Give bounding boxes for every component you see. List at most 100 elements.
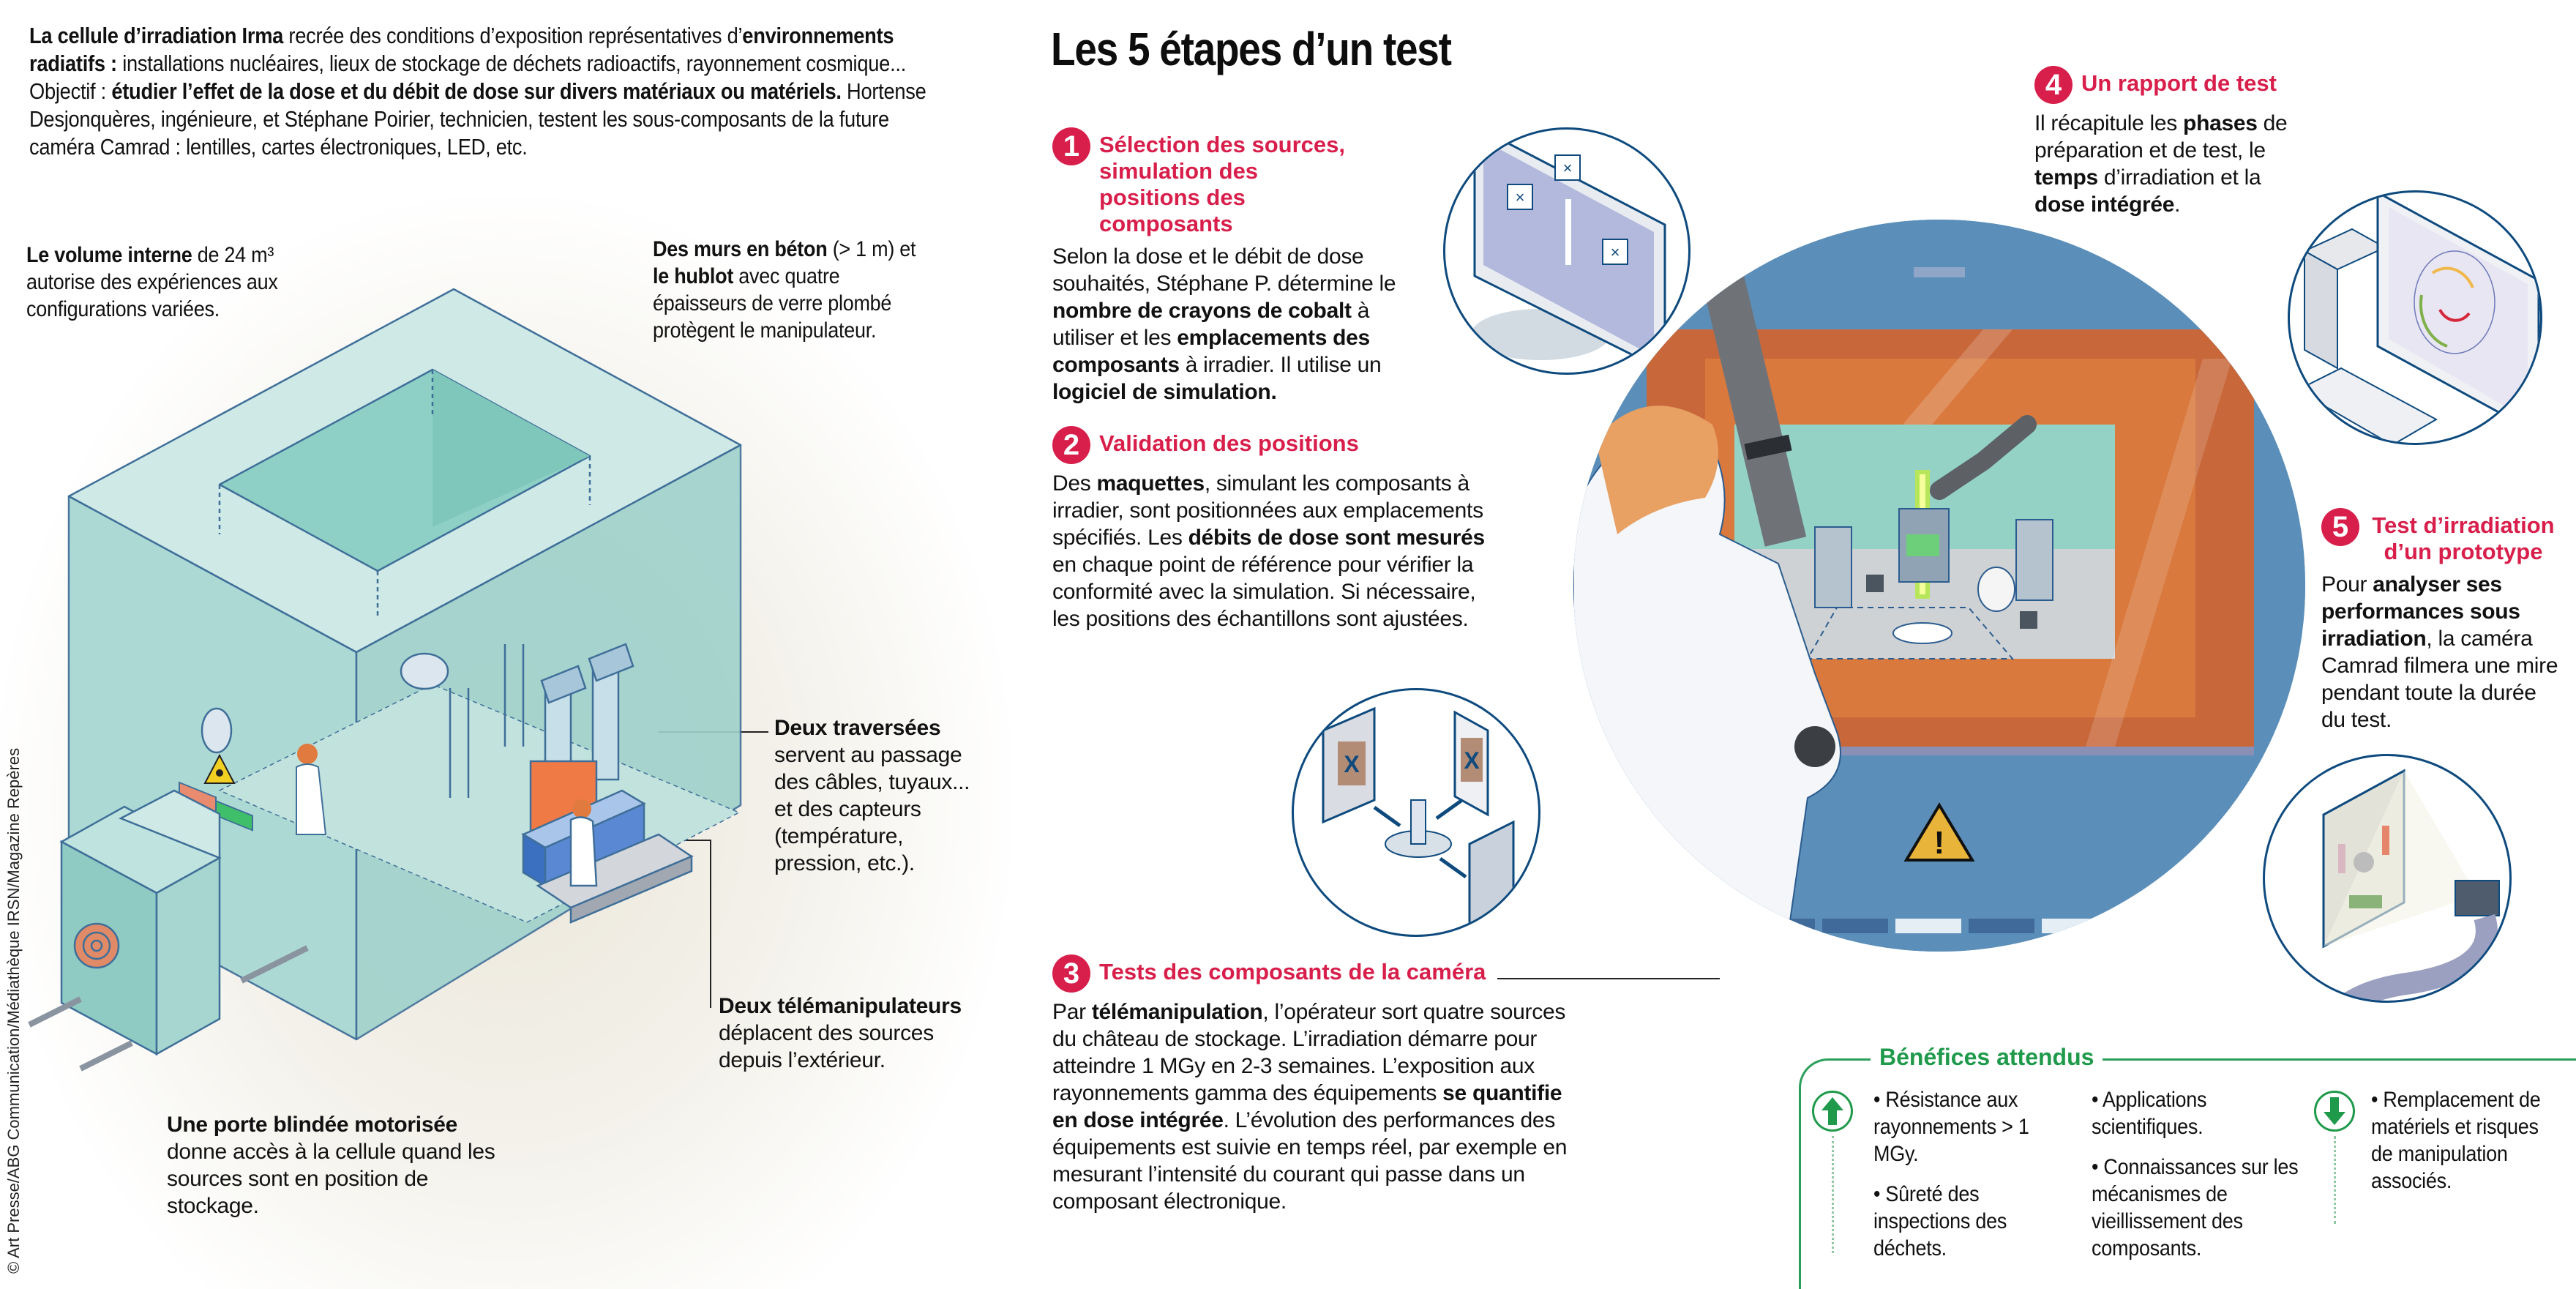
step-4-body: Il récapitule les phases de préparation … xyxy=(2034,110,2313,218)
hot-cell-view: ! xyxy=(1573,220,2305,952)
step-number-badge: 3 xyxy=(1052,954,1090,993)
step-1-bold: logiciel de simulation. xyxy=(1052,380,1277,404)
annotation-murs: Des murs en béton (> 1 m) et le hublot a… xyxy=(653,236,929,344)
step-4-bold: phases xyxy=(2183,111,2258,135)
step-5-text: , la caméra Camrad filmera une mire pend… xyxy=(2321,627,2558,732)
svg-text:X: X xyxy=(1344,751,1360,777)
shielded-door xyxy=(59,789,222,1056)
step-number-badge: 2 xyxy=(1052,426,1090,464)
step-4-text: d’irradiation et la xyxy=(2097,165,2261,190)
step-4-text: . xyxy=(2174,193,2181,217)
svg-text:X: X xyxy=(1464,747,1480,774)
annotation-porte-bold: Une porte blindée motorisée xyxy=(167,1113,457,1137)
intro-bold-3: étudier l’effet de la dose et du débit d… xyxy=(111,78,842,104)
arrow-down-icon xyxy=(2314,1091,2355,1132)
benefits-col-2: • Applications scientifiques. • Connaiss… xyxy=(2092,1086,2309,1262)
step-4-text: Il récapitule les xyxy=(2034,111,2184,135)
step-4-title: Un rapport de test xyxy=(2081,70,2277,96)
annotation-traversees: Deux traversées servent au passage des c… xyxy=(774,714,986,877)
annotation-murs-text2: avec quatre épaisseurs de verre plombé p… xyxy=(653,264,892,343)
svg-text:×: × xyxy=(1563,159,1573,177)
benefits-col-1: • Résistance aux rayonnements > 1 MGy. •… xyxy=(1873,1086,2064,1262)
step-5-title: Test d’irradiation d’un prototype xyxy=(2372,512,2555,564)
benefit-item: • Applications scientifiques. xyxy=(2092,1088,2207,1139)
step-5: 5 Test d’irradiation d’un prototype Pour… xyxy=(2321,508,2563,733)
annotation-porte-text: donne accès à la cellule quand les sourc… xyxy=(167,1140,495,1218)
step-1-title: Sélection des sources, simulation des po… xyxy=(1099,132,1345,236)
step-2-text: Des xyxy=(1052,471,1097,496)
annotation-telemanip: Deux télémanipulateurs déplacent des sou… xyxy=(719,993,997,1074)
step-1: 1 Sélection des sources, simulation des … xyxy=(1052,127,1433,406)
svg-text:×: × xyxy=(1516,188,1525,206)
step-4-bold: temps xyxy=(2034,165,2098,190)
step-3-text: , l’opérateur sort quatre sources du châ… xyxy=(1052,1000,1566,1105)
intro-bold-2: environnements radiatifs : xyxy=(29,23,894,76)
page-title: Les 5 étapes d’un test xyxy=(1051,23,1452,75)
step-1-bold: nombre de crayons de cobalt xyxy=(1052,299,1352,323)
step-2-heading: 2 Validation des positions xyxy=(1052,426,1506,464)
svg-text:!: ! xyxy=(1934,825,1945,861)
step-3: 3 Tests des composants de la caméra Par … xyxy=(1052,954,1579,1215)
step-1-text: à utiliser et les xyxy=(1052,299,1370,350)
benefit-item: • Remplacement de matériels et risques d… xyxy=(2371,1088,2541,1193)
annotation-traversees-text: servent au passage des câbles, tuyaux...… xyxy=(774,743,970,875)
intro-text-2: installations nucléaires, lieux de stock… xyxy=(29,51,907,104)
intro-lead: La cellule d’irradiation Irma xyxy=(29,23,284,48)
annotation-traversees-bold: Deux traversées xyxy=(774,716,941,740)
hublot-window xyxy=(400,652,449,690)
annotation-volume-bold: Le volume interne xyxy=(26,243,192,267)
step-5-text: Pour xyxy=(2321,572,2373,597)
warning-triangle-icon xyxy=(1903,802,1975,862)
step-1-bold: emplacements des composants xyxy=(1052,326,1370,377)
intro-paragraph: La cellule d’irradiation Irma recrée des… xyxy=(29,22,944,161)
step-2-text: , simulant les composants à irradier, so… xyxy=(1052,471,1483,550)
annotation-volume-text: de 24 m³ autorise des expériences aux co… xyxy=(26,243,278,321)
step-4: 4 Un rapport de test Il récapitule les p… xyxy=(2034,66,2313,218)
dotted-divider xyxy=(1832,1136,1834,1253)
step-3-text: . L’évolution des performances des équip… xyxy=(1052,1108,1568,1214)
step-5-heading: 5 Test d’irradiation d’un prototype xyxy=(2321,508,2563,565)
step-3-title: Tests des composants de la caméra xyxy=(1099,959,1486,985)
camera-icon xyxy=(2455,880,2500,916)
step-4-text: de préparation et de test, le xyxy=(2034,111,2288,162)
step-2-text: en chaque point de référence pour vérifi… xyxy=(1052,553,1476,631)
intro-text-1: recrée des conditions d’exposition repré… xyxy=(283,23,743,48)
step-2-title: Validation des positions xyxy=(1099,430,1359,456)
step-3-bold: télémanipulation xyxy=(1091,1000,1263,1024)
step-3-body: Par télémanipulation, l’opérateur sort q… xyxy=(1052,998,1579,1215)
step-1-text: Selon la dose et le débit de dose souhai… xyxy=(1052,244,1396,296)
prototype-camera-inset xyxy=(2263,754,2512,1003)
annotation-volume: Le volume interne de 24 m³ autorise des … xyxy=(26,242,290,323)
intro-text-3: Hortense Desjonquères, ingénieure, et St… xyxy=(29,78,926,160)
benefits-title: Bénéfices attendus xyxy=(1871,1044,2103,1071)
annotation-murs-bold2: le hublot xyxy=(653,264,734,288)
person-inside-cell xyxy=(296,744,327,835)
photo-credit: © Art Presse/ABG Communication/Médiathèq… xyxy=(4,747,23,1274)
annotation-telemanip-bold: Deux télémanipulateurs xyxy=(719,994,962,1018)
mockup-positions-inset: X X xyxy=(1292,688,1540,937)
benefits-box xyxy=(1799,1058,2576,1289)
step-number-badge: 5 xyxy=(2321,508,2359,546)
step-3-callout-line xyxy=(1497,978,1720,979)
computer-tower-icon xyxy=(2304,250,2338,370)
door-target-icon xyxy=(73,922,120,969)
annotation-murs-bold1: Des murs en béton xyxy=(653,237,828,261)
irradiation-cell-illustration xyxy=(28,288,742,1072)
step-2-body: Des maquettes, simulant les composants à… xyxy=(1052,470,1506,632)
step-2-bold: débits de dose sont mesurés xyxy=(1188,526,1486,550)
step-1-heading: 1 Sélection des sources, simulation des … xyxy=(1052,127,1433,237)
step-1-body: Selon la dose et le débit de dose souhai… xyxy=(1052,243,1433,406)
step-3-text: Par xyxy=(1052,1000,1092,1024)
step-5-body: Pour analyser ses performances sous irra… xyxy=(2321,571,2563,733)
step-number-badge: 1 xyxy=(1052,127,1090,165)
step-3-bold: se quantifie en dose intégrée xyxy=(1052,1081,1562,1132)
step-1-text: à irradier. Il utilise un xyxy=(1179,353,1382,377)
benefits-col-3: • Remplacement de matériels et risques d… xyxy=(2371,1086,2562,1195)
benefit-item: • Résistance aux rayonnements > 1 MGy. xyxy=(1873,1088,2029,1166)
benefit-item: • Connaissances sur les mécanismes de vi… xyxy=(2092,1155,2299,1260)
step-4-bold: dose intégrée xyxy=(2034,193,2175,217)
simulation-monitor-inset: × × × xyxy=(1443,127,1690,375)
report-computer-inset xyxy=(2288,190,2542,445)
arrow-up-icon xyxy=(1812,1091,1853,1132)
benefit-item: • Sûreté des inspections des déchets. xyxy=(1873,1182,2007,1260)
